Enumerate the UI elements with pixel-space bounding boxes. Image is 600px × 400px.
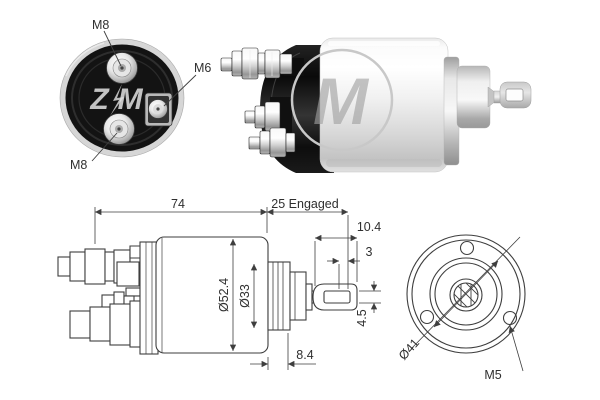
- front-view-leader-lines: [91, 30, 197, 162]
- lightning-glyph: [110, 84, 124, 116]
- photo-clevis-slot: [505, 88, 524, 102]
- drawing-clevis: [312, 283, 358, 311]
- watermark-photo: M: [290, 48, 394, 152]
- rear-dimension-lines: [410, 236, 524, 372]
- mount-hole-left: [419, 309, 435, 325]
- dim-text-slot-height: 4.5: [355, 309, 369, 326]
- terminal-m8-top: [106, 52, 138, 84]
- front-end-photo-view: ZM M8 M6 M8: [59, 18, 211, 172]
- mount-hole-right: [502, 310, 518, 326]
- dim-text-plunger-travel: 10.4: [357, 220, 381, 234]
- watermark-zm: ZM: [89, 83, 143, 116]
- dim-text-engaged: 25 Engaged: [271, 197, 338, 211]
- photo-rear-cylinder: [456, 65, 491, 129]
- dim-text-mount-thread: M5: [484, 368, 501, 382]
- rear-technical-view: Ø41 M5: [396, 234, 526, 382]
- label-terminal-m8-top: M8: [92, 18, 109, 32]
- photo-stud-terminals: [220, 47, 304, 158]
- dim-text-bolt-circle: Ø41: [396, 336, 422, 363]
- center-hub: [449, 278, 483, 312]
- drawing-cap-plate: [139, 241, 159, 355]
- label-terminal-m6: M6: [194, 61, 211, 75]
- boss-circle: [429, 257, 503, 331]
- watermark-m-text: M: [313, 64, 370, 138]
- dim-text-body-diameter: Ø52.4: [217, 278, 231, 312]
- dimension-lines: [94, 207, 381, 370]
- dim-text-slot-offset: 3: [366, 245, 373, 259]
- dim-text-collar-diameter: Ø33: [238, 284, 252, 308]
- mount-hole-top: [459, 240, 475, 256]
- drawing-main-body: [155, 236, 269, 354]
- dim-text-rear-length: 8.4: [296, 348, 313, 362]
- leader-line-m5: [508, 325, 524, 372]
- dimension-labels: 74 25 Engaged 10.4 3 Ø52.4 Ø33 4.5 8.4: [171, 197, 381, 362]
- terminal-m8-bottom: [103, 113, 135, 145]
- drawing-terminal-studs: [57, 245, 157, 348]
- dim-text-body-length: 74: [171, 197, 185, 211]
- drawing-rear-section: [267, 261, 318, 331]
- flange-outer-circle: [406, 234, 526, 354]
- terminal-m6-side: [144, 92, 173, 127]
- watermark-circle: [290, 48, 394, 152]
- dim-line-41-diagonal: [410, 236, 521, 350]
- side-photo-view: M: [220, 37, 532, 173]
- side-technical-drawing: 74 25 Engaged 10.4 3 Ø52.4 Ø33 4.5 8.4: [57, 197, 381, 370]
- label-terminal-m8-bottom: M8: [70, 158, 87, 172]
- photo-step-ring: [443, 56, 460, 166]
